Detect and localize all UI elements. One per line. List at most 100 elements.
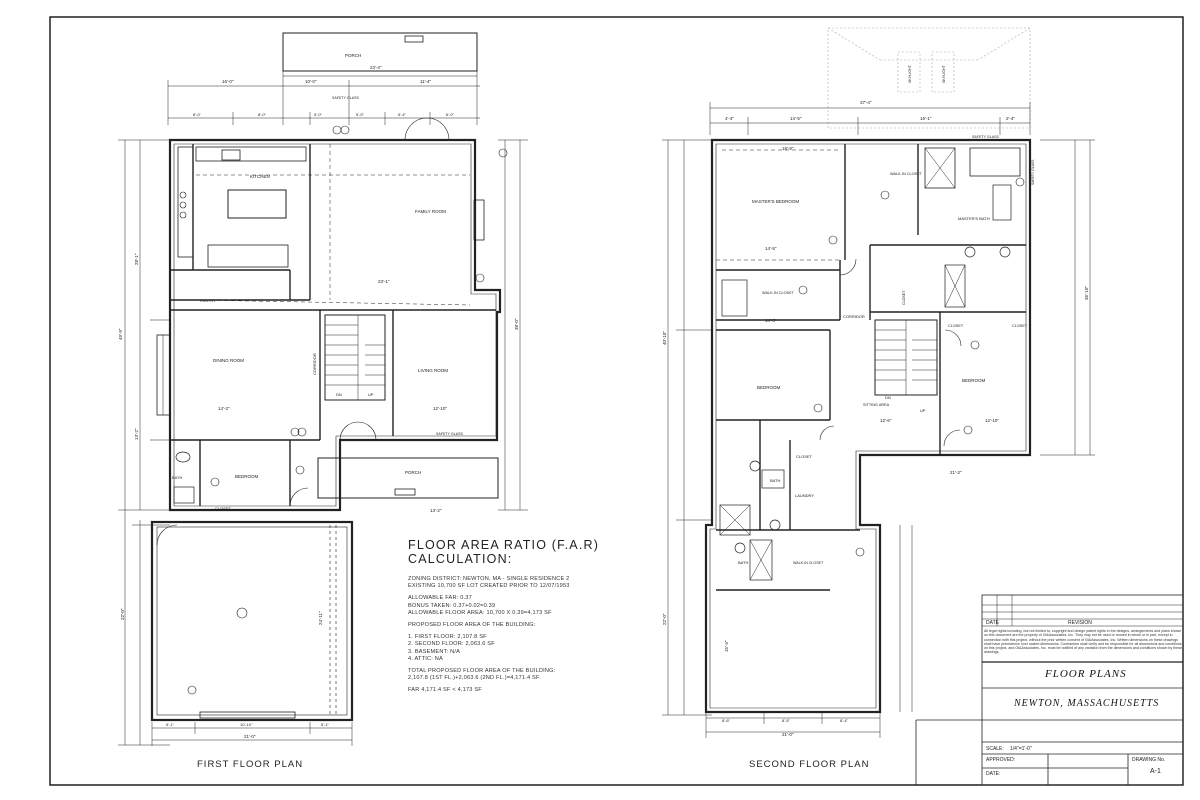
far-line: 4. ATTIC: NA — [408, 655, 443, 662]
room-label-pantry: PANTRY — [200, 298, 216, 303]
far-line: FAR 4,171.4 SF < 4,173 SF — [408, 687, 482, 694]
room-label-bedroom: BEDROOM — [235, 474, 259, 479]
title-block — [915, 594, 1184, 786]
room-label-closet: CLOSET — [215, 506, 232, 511]
far-line: PROPOSED FLOOR AREA OF THE BUILDING: — [408, 622, 536, 629]
scale-value: 1/4"=1'-0" — [1010, 746, 1032, 752]
label-safety-glass-living: SAFETY GLASS — [436, 432, 463, 436]
room-label-walk-in-closet-left: WALK-IN CLOSET — [762, 291, 795, 295]
room-label-walk-in-closet-bottom: WALK-IN CLOSET — [793, 561, 824, 565]
dim-low-left: 15'-4" — [724, 640, 729, 652]
dim-top-a: 4'-4" — [725, 116, 734, 121]
label-stair-up: UP — [920, 408, 926, 413]
dim-seg3: 5'-0" — [314, 112, 323, 117]
room-label-closet-b: CLOSET — [948, 324, 964, 328]
room-label-masters-bedroom: MASTER'S BEDROOM — [752, 199, 799, 204]
far-line: BONUS TAKEN: 0.37+0.02=0.39 — [408, 602, 496, 609]
label-stair-dn: DN — [336, 392, 342, 397]
far-line: 1. FIRST FLOOR: 2,107.8 SF — [408, 634, 487, 641]
dim-sitting-w: 12'-6" — [880, 418, 892, 423]
dim-living-width: 12'-10" — [433, 406, 447, 411]
dim-top-mid: 10'-0" — [305, 79, 317, 84]
dim-seg5: 5'-4" — [398, 112, 407, 117]
dim-overall-height: 40'-10" — [662, 331, 667, 345]
dim-garage-width: 21'-0" — [244, 734, 256, 739]
dim-top-c: 16'-1" — [920, 116, 932, 121]
room-label-masters-bath: MASTER'S BATH — [958, 216, 990, 221]
room-label-kitchen: KITCHEN — [250, 174, 270, 179]
far-line: ALLOWABLE FLOOR AREA: 10,700 X 0.39=4,17… — [408, 609, 552, 616]
room-label-bedroom-right: BEDROOM — [962, 378, 986, 383]
dim-mid-col: 22'-0" — [662, 613, 667, 625]
dim-top-d: 2'-4" — [1006, 116, 1015, 121]
dim-roof-width: 37'-4" — [860, 100, 872, 105]
room-label-porch-front: PORCH — [405, 470, 421, 475]
room-label-laundry: LAUNDRY — [795, 493, 814, 498]
dim-porch-width: 23'-4" — [370, 65, 382, 70]
dim-seg1: 8'-0" — [193, 112, 202, 117]
room-label-closet-c: CLOSET — [1012, 324, 1028, 328]
scale-label: SCALE: — [986, 746, 1004, 752]
label-safety-glass-top: SAFETY GLASS — [972, 135, 999, 139]
dim-bottom-a: 8'-6" — [722, 718, 731, 723]
date-label: DATE: — [986, 771, 1001, 777]
dim-seg2: 8'-0" — [258, 112, 267, 117]
room-label-porch-top: PORCH — [345, 53, 361, 58]
dim-right-overall: 36'-10" — [1084, 286, 1089, 300]
project-location: NEWTON, MASSACHUSETTS — [1014, 698, 1160, 709]
drawing-no-label: DRAWING No. — [1132, 757, 1166, 763]
dim-seg4: 5'-0" — [356, 112, 365, 117]
far-line: ALLOWABLE FAR: 0.37 — [408, 595, 472, 602]
label-skylight-1: SKYLIGHT — [908, 64, 912, 83]
label-stair-up: UP — [368, 392, 374, 397]
room-label-bath: BATH — [172, 475, 182, 480]
dim-left-upper: 28'-1" — [134, 253, 139, 265]
label-stair-dn: DN — [885, 395, 891, 400]
dim-front-porch: 13'-2" — [430, 508, 442, 513]
dim-top-right: 11'-4" — [420, 79, 432, 84]
far-calculation: FLOOR AREA RATIO (F.A.R) CALCULATION: ZO… — [408, 538, 708, 695]
far-line: TOTAL PROPOSED FLOOR AREA OF THE BUILDIN… — [408, 668, 556, 675]
title-block-note: All legal rights including, but not limi… — [984, 629, 1182, 655]
dim-dining-width: 14'-3" — [218, 406, 230, 411]
second-floor-labels: SKYLIGHT SKYLIGHT 37'-4" 4'-4" 14'-5" 16… — [662, 64, 1089, 737]
room-label-bath-2: BATH — [738, 560, 748, 565]
dim-seg6: 6'-0" — [446, 112, 455, 117]
label-skylight-2: SKYLIGHT — [942, 64, 946, 83]
dim-garage-bottom-right: 5'-1" — [321, 722, 330, 727]
room-label-corridor: CORRIDOR — [843, 314, 865, 319]
title-block-date-header: DATE — [986, 620, 999, 626]
sheet-border — [49, 16, 1184, 786]
dim-bottom-b: 8'-5" — [782, 718, 791, 723]
dim-top-b: 14'-5" — [790, 116, 802, 121]
room-label-dining-room: DINING ROOM — [213, 358, 244, 363]
far-title: FLOOR AREA RATIO (F.A.R) CALCULATION: — [408, 538, 600, 566]
far-line: ZONING DISTRICT: NEWTON, MA - SINGLE RES… — [408, 576, 570, 582]
dim-left-lower: 13'-2" — [134, 428, 139, 440]
dim-closet-width: 14'-3" — [765, 318, 777, 323]
first-floor-labels: PORCH 23'-4" 16'-0" 10'-0" 11'-4" SAFETY… — [118, 53, 519, 739]
drawing-number: A-1 — [1150, 768, 1161, 775]
dim-bottom-overall: 21'-0" — [782, 732, 794, 737]
second-floor-plan — [662, 27, 1095, 738]
room-label-closet-bath: CLOSET — [796, 454, 813, 459]
room-label-sitting-area: SITTING AREA — [863, 403, 890, 407]
dim-mid-width: 23'-1" — [378, 279, 390, 284]
room-label-bedroom-left: BEDROOM — [757, 385, 781, 390]
room-label-corridor: CORRIDOR — [312, 353, 317, 375]
dim-bottom-c: 8'-4" — [840, 718, 849, 723]
dim-top-left: 16'-0" — [222, 79, 234, 84]
title-block-revision-header: REVISION — [1068, 620, 1092, 626]
dim-mb-width: 18'-9" — [782, 146, 794, 151]
dim-right-lower: 21'-3" — [950, 470, 962, 475]
dim-right-overall: 38'-0" — [514, 318, 519, 330]
first-floor-plan — [118, 32, 528, 746]
far-line: 2. SECOND FLOOR: 2,063.6 SF — [408, 641, 495, 648]
second-floor-plan-title: SECOND FLOOR PLAN — [749, 759, 870, 770]
approved-label: APPROVED: — [986, 757, 1016, 763]
dim-overall-height: 49'-9" — [118, 328, 123, 340]
room-label-bath-1: BATH — [770, 478, 780, 483]
room-label-living-room: LIVING ROOM — [418, 368, 448, 373]
dim-garage-bottom-mid: 10'-10" — [240, 722, 253, 727]
